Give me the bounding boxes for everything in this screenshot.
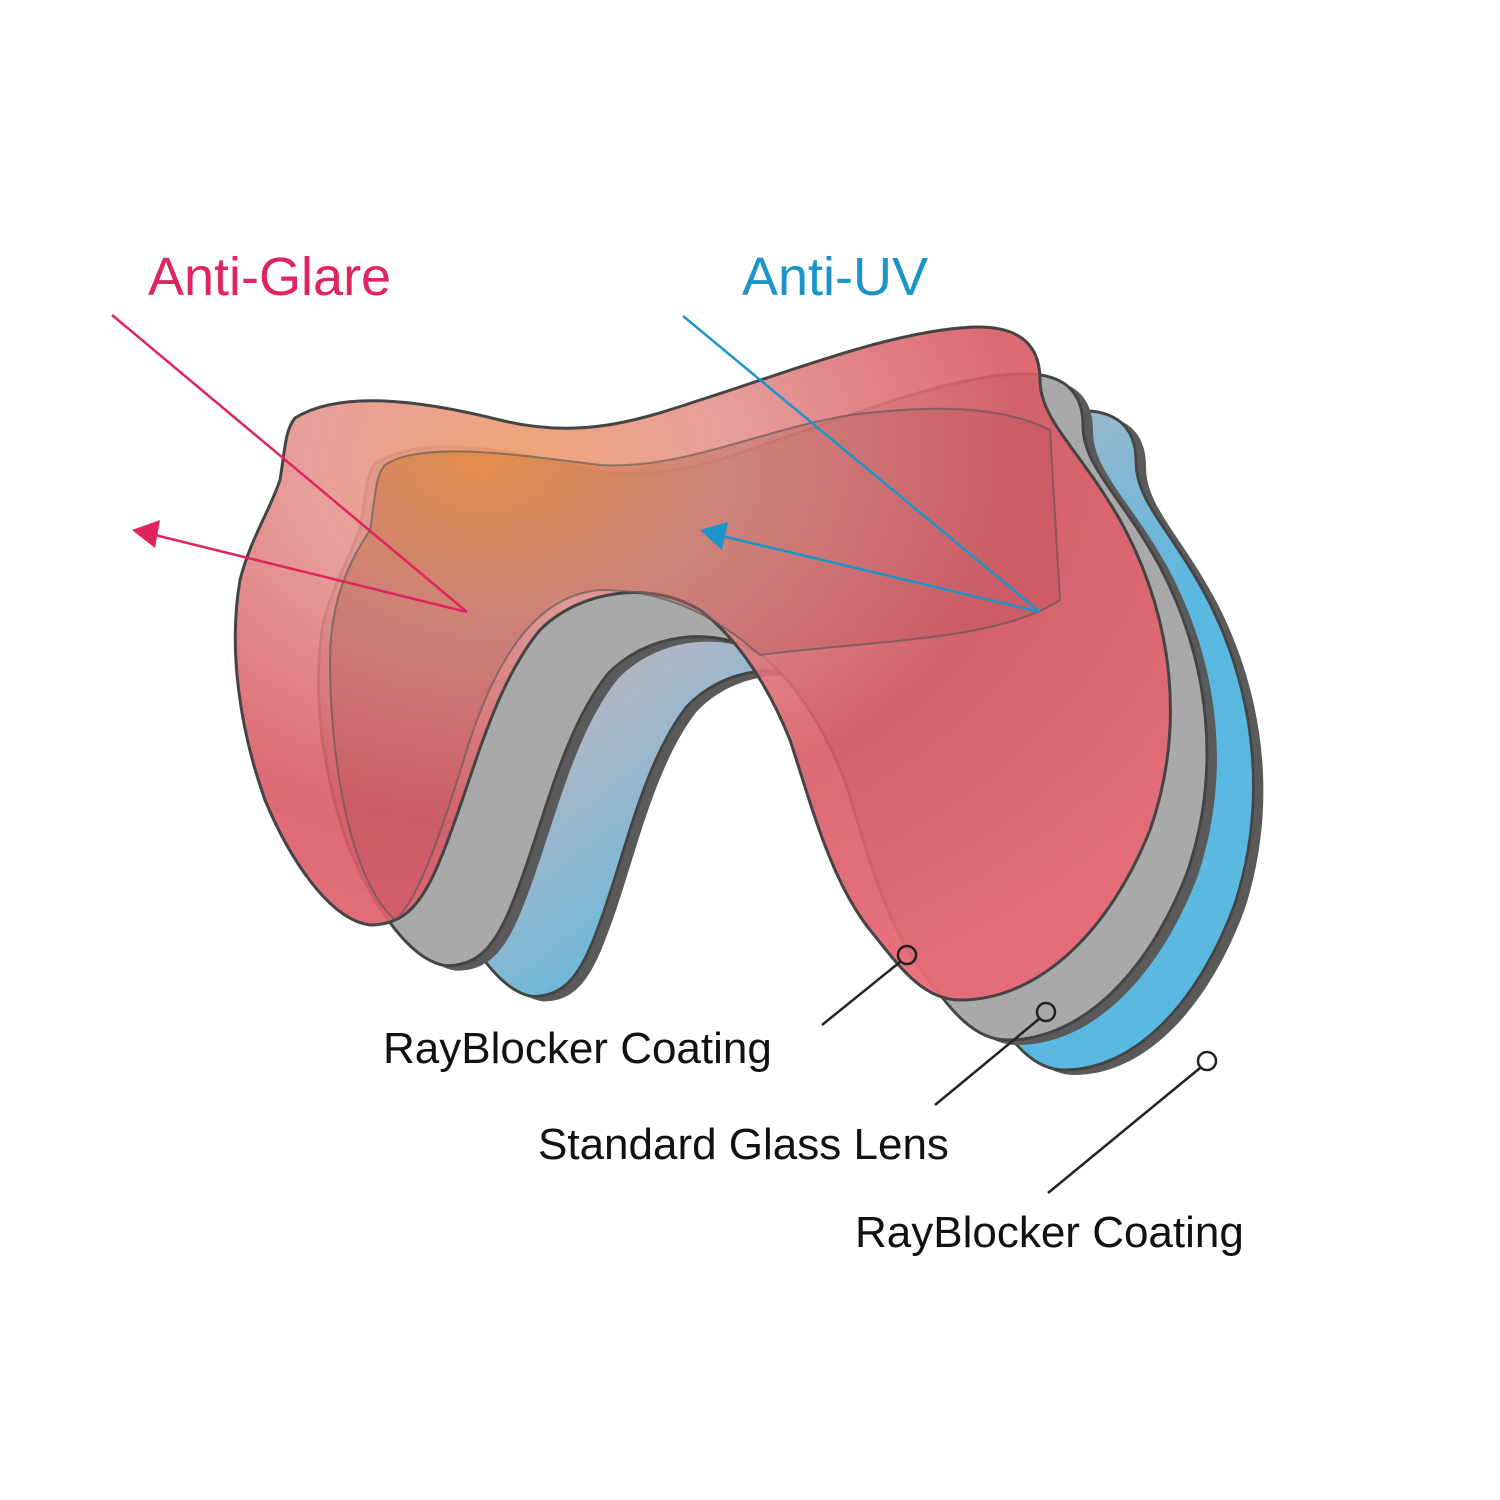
callout-leaders [821,944,1218,1194]
anti-glare-arrow [111,314,468,614]
anti-uv-heading: Anti-UV [742,247,929,307]
anti-uv-arrow [682,315,1041,614]
label-rayblocker-coating-back: RayBlocker Coating [855,1208,1244,1257]
anti-glare-heading: Anti-Glare [148,247,392,307]
rayblocker-coating-front-layer [233,325,1172,1002]
label-rayblocker-coating-front: RayBlocker Coating [383,1024,772,1073]
label-standard-glass-lens: Standard Glass Lens [538,1120,949,1169]
